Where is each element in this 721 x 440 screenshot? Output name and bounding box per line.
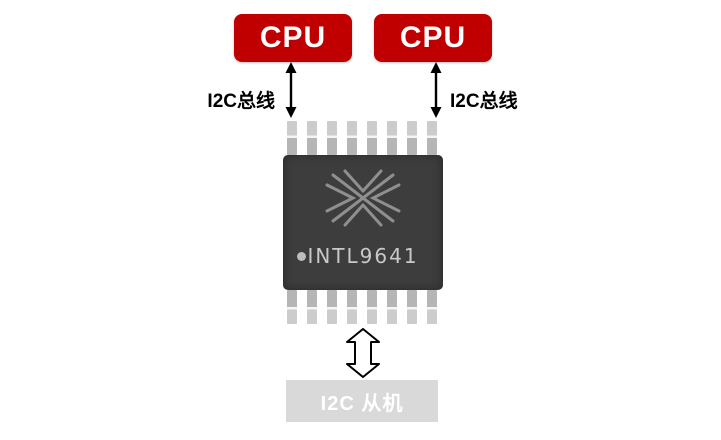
chip-pin [327,290,337,324]
chip-pin [407,290,417,324]
bus-double-arrow-left-icon [285,62,297,118]
slave-label: I2C 从机 [320,392,404,415]
pin-row-top [287,121,437,155]
slave-double-arrow-icon [346,328,380,378]
bus-label-left: I2C总线 [207,91,275,112]
chip-pin [347,121,357,155]
chip-pin [367,290,377,324]
chip-pin [427,121,437,155]
cpu-right-label: CPU [399,21,467,54]
chip-logo-x-icon [325,169,401,227]
chip-body: INTL9641 [283,155,443,290]
chip-pin [347,290,357,324]
chip-pin [327,121,337,155]
bus-label-right: I2C总线 [450,91,518,112]
chip-pin [427,290,437,324]
chip-pin [307,121,317,155]
chip-pin [287,121,297,155]
chip-pin [307,290,317,324]
pin-row-bottom [287,290,437,324]
cpu-box-right: CPU [374,14,492,62]
slave-box: I2C 从机 [286,380,438,422]
cpu-left-label: CPU [259,21,327,54]
chip-pin [387,121,397,155]
cpu-box-left: CPU [234,14,352,62]
chip-pin [387,290,397,324]
bus-double-arrow-right-icon [430,62,442,118]
chip-part-number: INTL9641 [307,244,419,268]
pin1-dot-icon [297,252,306,261]
chip-pin [407,121,417,155]
chip-pin [287,290,297,324]
chip-pin [367,121,377,155]
